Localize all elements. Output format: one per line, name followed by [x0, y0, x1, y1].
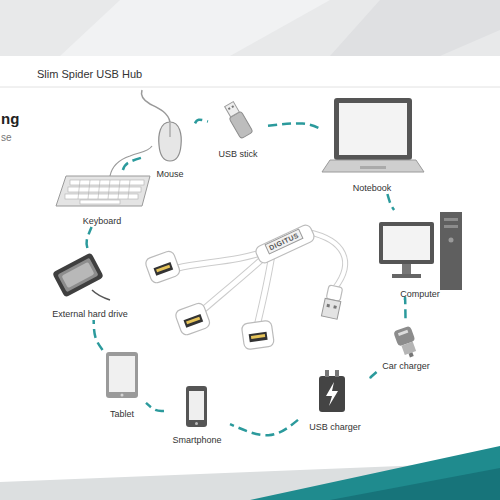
footer-accent [250, 446, 500, 500]
computer-icon [379, 212, 462, 290]
device-label: USB stick [218, 149, 257, 160]
device-label: USB charger [309, 422, 361, 433]
device-node: USB charger [298, 368, 372, 433]
keyboard-icon [56, 146, 152, 206]
device-node: Car charger [372, 320, 440, 372]
car-charger-icon [393, 326, 420, 360]
ring-connector [94, 320, 103, 350]
rule-line [0, 87, 500, 88]
device-node: Smartphone [164, 383, 230, 446]
usb-stick-icon [223, 101, 253, 139]
device-label: Computer [400, 289, 440, 300]
device-label: External hard drive [52, 309, 128, 320]
device-label: Mouse [156, 169, 183, 180]
usb-port [144, 250, 181, 285]
cropped-text: se [1, 132, 12, 143]
mouse-icon [170, 123, 171, 137]
usb-charger-icon [319, 370, 345, 412]
ring-connector [370, 372, 376, 377]
device-node: External hard drive [38, 248, 142, 320]
ring-connector [230, 420, 298, 436]
ring-connector [86, 227, 91, 248]
device-node: Computer [375, 210, 465, 300]
device-node: Notebook [322, 96, 422, 194]
hub-body [254, 223, 316, 265]
device-label: Keyboard [83, 216, 122, 227]
footer-accent [330, 468, 500, 500]
device-label: Car charger [382, 361, 430, 372]
device-node: Tablet [98, 350, 146, 420]
usb-port [174, 302, 211, 337]
smartphone-icon [186, 386, 207, 427]
device-label: Tablet [110, 409, 134, 420]
header-shade [330, 0, 500, 56]
device-node: USB stick [208, 95, 268, 160]
device-node: Mouse [145, 115, 195, 180]
usb-plug [321, 285, 343, 320]
diagram-title: Slim Spider USB Hub [37, 68, 142, 80]
mouse-cable [141, 90, 170, 122]
ring-connector [123, 157, 145, 170]
notebook-icon [322, 98, 424, 172]
ring-connector [146, 403, 164, 411]
header-shade [60, 0, 330, 56]
device-label: Smartphone [172, 435, 221, 446]
ring-connector [404, 298, 407, 320]
cropped-text: ng [1, 110, 19, 127]
hard-drive-icon [52, 252, 110, 300]
mouse-icon [159, 122, 181, 161]
ring-connector [195, 120, 208, 124]
usb-port [241, 320, 274, 350]
ring-connector [387, 194, 394, 210]
header-band [0, 0, 500, 56]
device-node: Keyboard [52, 170, 152, 227]
device-label: Notebook [353, 183, 392, 194]
ring-connector [268, 123, 322, 129]
tablet-icon [106, 352, 138, 398]
